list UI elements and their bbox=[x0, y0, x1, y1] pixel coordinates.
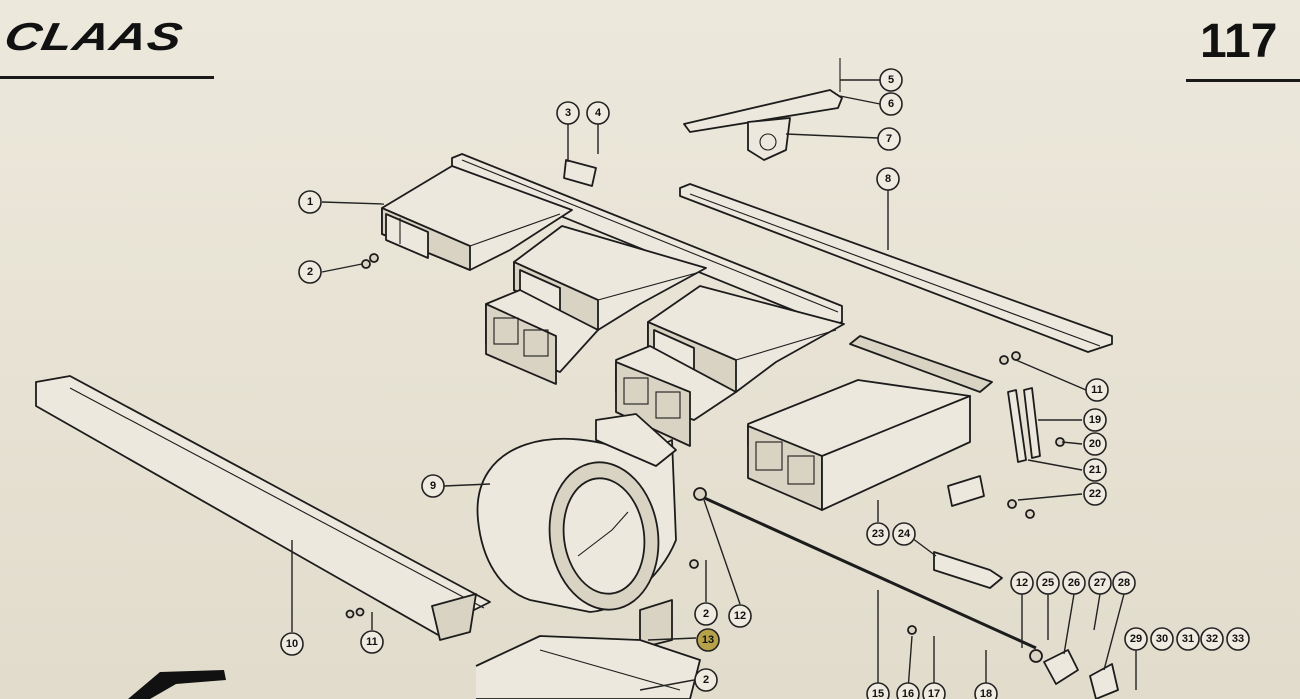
svg-text:2: 2 bbox=[307, 266, 313, 278]
svg-text:5: 5 bbox=[888, 74, 894, 86]
callout-2: 2 bbox=[298, 260, 322, 284]
callout-11-right: 11 bbox=[1085, 378, 1109, 402]
svg-text:30: 30 bbox=[1156, 633, 1168, 645]
svg-text:27: 27 bbox=[1094, 577, 1106, 589]
bracket-part-6 bbox=[683, 58, 843, 161]
header-rule-right bbox=[1186, 79, 1300, 82]
svg-text:18: 18 bbox=[980, 688, 992, 699]
callout-33: 33 bbox=[1226, 627, 1250, 651]
svg-text:31: 31 bbox=[1182, 633, 1194, 645]
callout-3: 3 bbox=[556, 101, 580, 125]
lower-right-hardware bbox=[1029, 649, 1119, 699]
callout-10: 10 bbox=[280, 632, 304, 656]
lower-duct-right bbox=[747, 379, 971, 511]
callout-28: 28 bbox=[1112, 571, 1136, 595]
lower-duct-middle bbox=[615, 345, 737, 447]
rail-part-10 bbox=[35, 375, 491, 641]
callout-19: 19 bbox=[1083, 408, 1107, 432]
rail-part-8 bbox=[679, 183, 1113, 393]
svg-text:33: 33 bbox=[1232, 633, 1244, 645]
callout-12-shaft: 12 bbox=[728, 604, 752, 628]
callout-25: 25 bbox=[1036, 571, 1060, 595]
callout-31: 31 bbox=[1176, 627, 1200, 651]
svg-text:29: 29 bbox=[1130, 633, 1142, 645]
svg-text:7: 7 bbox=[886, 133, 892, 145]
leader-lines bbox=[291, 79, 1137, 691]
callout-7: 7 bbox=[877, 127, 901, 151]
callout-17: 17 bbox=[922, 682, 946, 699]
svg-text:12: 12 bbox=[734, 610, 746, 622]
callout-26: 26 bbox=[1062, 571, 1086, 595]
callout-1: 1 bbox=[298, 190, 322, 214]
callout-23: 23 bbox=[866, 522, 890, 546]
callout-21: 21 bbox=[1083, 458, 1107, 482]
svg-text:10: 10 bbox=[286, 638, 298, 650]
svg-text:12: 12 bbox=[1016, 577, 1028, 589]
fan-housing-part-9 bbox=[476, 413, 677, 649]
svg-text:20: 20 bbox=[1089, 438, 1101, 450]
direction-arrow-icon bbox=[128, 670, 226, 699]
cover-plate-part-3 bbox=[563, 159, 597, 187]
bracket-part-24 bbox=[933, 551, 1003, 589]
svg-text:28: 28 bbox=[1118, 577, 1130, 589]
svg-text:1: 1 bbox=[307, 196, 313, 208]
svg-text:16: 16 bbox=[902, 688, 914, 699]
svg-text:24: 24 bbox=[898, 528, 911, 540]
callout-2-base: 2 bbox=[694, 668, 718, 692]
callout-16: 16 bbox=[896, 682, 920, 699]
svg-text:25: 25 bbox=[1042, 577, 1054, 589]
header-rule-left bbox=[0, 76, 214, 79]
svg-text:9: 9 bbox=[430, 480, 436, 492]
svg-text:8: 8 bbox=[885, 173, 891, 185]
callout-20: 20 bbox=[1083, 432, 1107, 456]
drive-shaft bbox=[693, 487, 1037, 650]
callout-30: 30 bbox=[1150, 627, 1174, 651]
svg-text:32: 32 bbox=[1206, 633, 1218, 645]
callout-22: 22 bbox=[1083, 482, 1107, 506]
svg-text:3: 3 bbox=[565, 107, 571, 119]
callout-5: 5 bbox=[879, 68, 903, 92]
callout-8: 8 bbox=[876, 167, 900, 191]
callout-29: 29 bbox=[1124, 627, 1148, 651]
svg-text:11: 11 bbox=[1091, 384, 1103, 396]
air-duct-1 bbox=[381, 165, 573, 271]
callout-24: 24 bbox=[892, 522, 916, 546]
callout-12-lower: 12 bbox=[1010, 571, 1034, 595]
svg-text:23: 23 bbox=[872, 528, 884, 540]
svg-text:17: 17 bbox=[928, 688, 940, 699]
callout-11-left: 11 bbox=[360, 630, 384, 654]
bracket-part-19 bbox=[1007, 387, 1041, 463]
svg-text:22: 22 bbox=[1089, 488, 1101, 500]
svg-text:21: 21 bbox=[1089, 464, 1101, 476]
svg-text:15: 15 bbox=[872, 688, 884, 699]
page-number: 117 bbox=[1200, 15, 1278, 68]
svg-text:4: 4 bbox=[595, 107, 602, 119]
callout-32: 32 bbox=[1200, 627, 1224, 651]
lower-duct-left bbox=[485, 289, 599, 385]
small-bracket-part-22 bbox=[947, 475, 985, 507]
air-duct-3 bbox=[647, 285, 845, 393]
svg-text:26: 26 bbox=[1068, 577, 1080, 589]
callout-2-fan: 2 bbox=[694, 602, 718, 626]
svg-text:19: 19 bbox=[1089, 414, 1101, 426]
callout-9: 9 bbox=[421, 474, 445, 498]
callout-18: 18 bbox=[974, 682, 998, 699]
callout-4: 4 bbox=[586, 101, 610, 125]
callout-15: 15 bbox=[866, 682, 890, 699]
callout-13: 13 bbox=[696, 628, 720, 652]
svg-text:11: 11 bbox=[366, 636, 378, 648]
svg-text:6: 6 bbox=[888, 98, 894, 110]
base-frame bbox=[475, 635, 701, 699]
svg-text:2: 2 bbox=[703, 608, 709, 620]
svg-text:2: 2 bbox=[703, 674, 709, 686]
callout-27: 27 bbox=[1088, 571, 1112, 595]
svg-text:13: 13 bbox=[702, 634, 714, 646]
callout-6: 6 bbox=[879, 92, 903, 116]
